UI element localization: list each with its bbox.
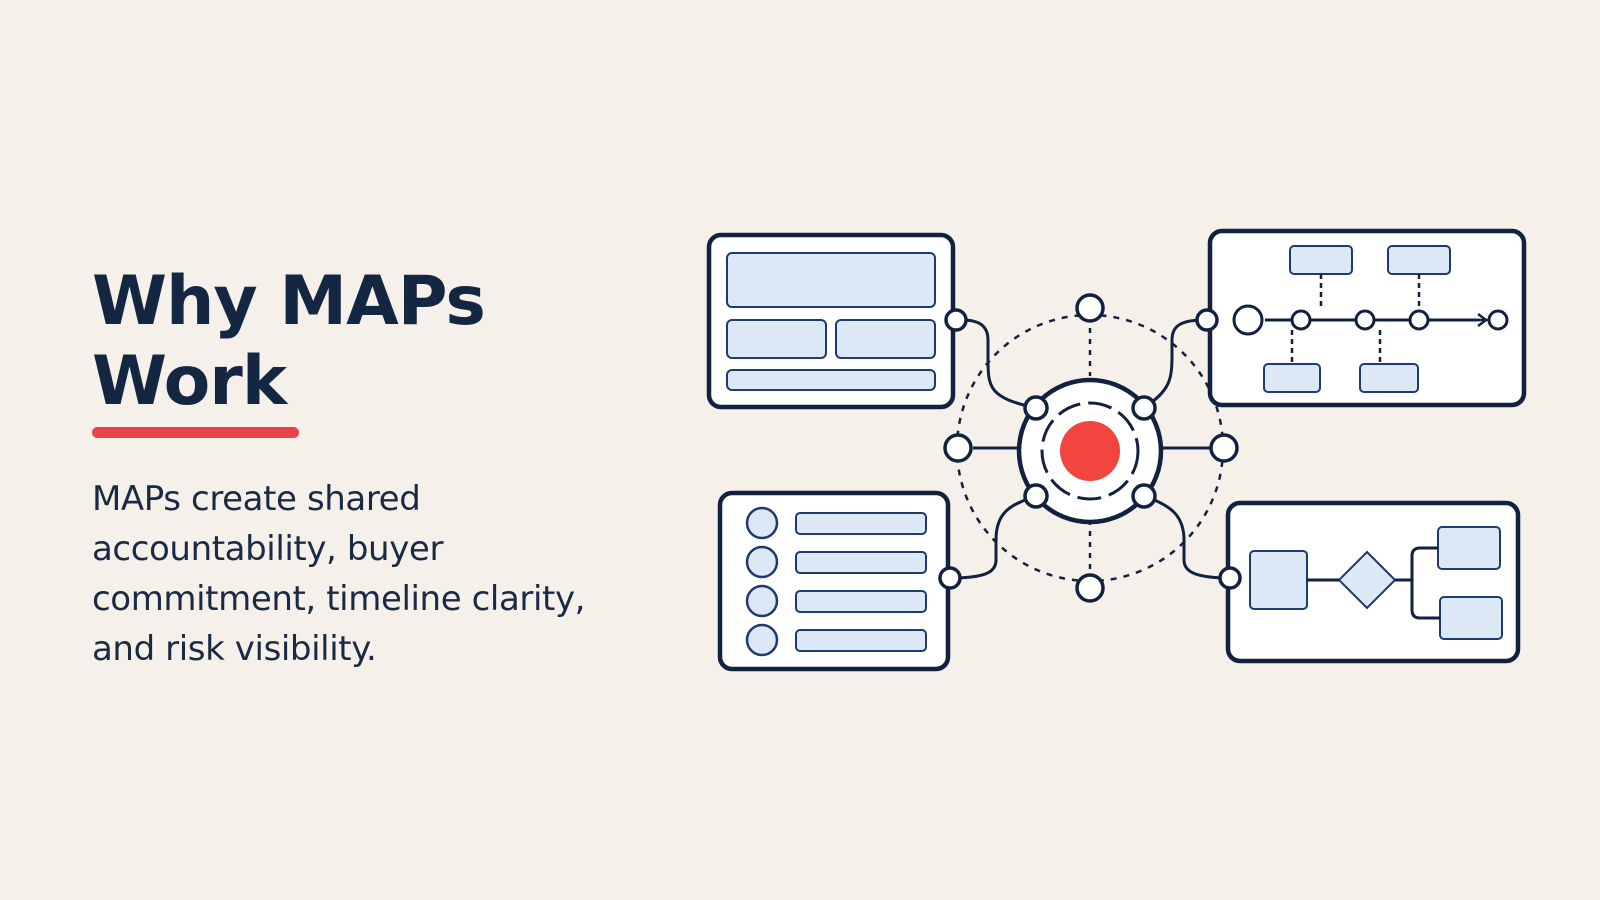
orbit-node-top [1075,293,1105,323]
connector-top-right [1143,318,1206,410]
hub-core [1060,421,1120,481]
layout-panel [706,232,956,410]
hub-node-bl [1023,483,1049,509]
port-checklist [938,566,962,590]
connector-top-left [961,318,1037,410]
hub-node-br [1131,483,1157,509]
orbit-node-right [1209,433,1239,463]
flowchart-panel [1225,500,1521,664]
connector-bottom-left [949,494,1037,580]
body-text: MAPs create shared accountability, buyer… [92,479,586,669]
checklist-panel [717,490,951,672]
timeline-panel [1207,228,1527,408]
connector-bottom-right [1143,494,1231,580]
port-layout [944,308,968,332]
port-timeline [1195,308,1219,332]
hub-node-tr [1131,395,1157,421]
hub-inner-dashed [1040,401,1140,501]
title-accent-underline [92,427,299,438]
title-line-2: Work [92,342,287,421]
orbit-node-bottom [1075,573,1105,603]
title-line-1: Why MAPs [92,262,486,341]
port-flowchart [1218,566,1242,590]
page-title: Why MAPs Work [92,262,486,422]
orbit-node-left [943,433,973,463]
hub-node-tl [1023,395,1049,421]
